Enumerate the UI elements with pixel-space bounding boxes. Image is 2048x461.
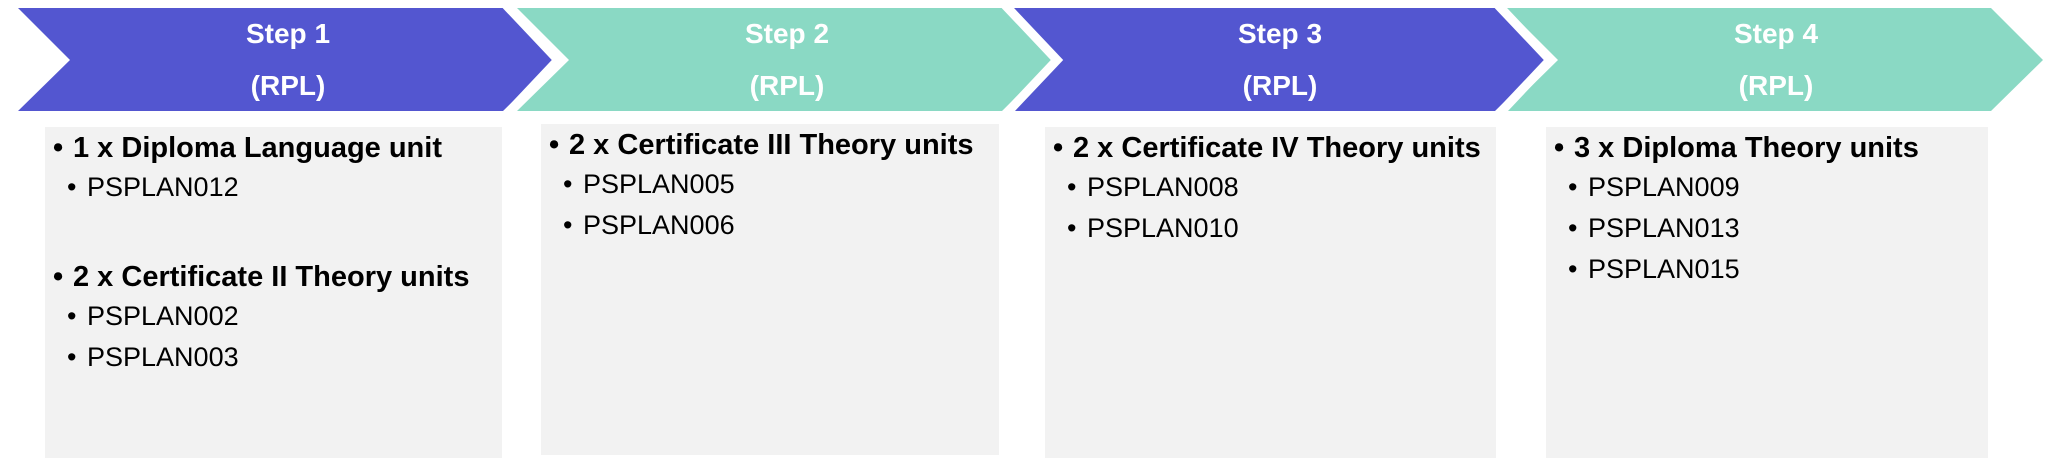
chevron-step-1 — [18, 8, 555, 111]
chevron-divider — [502, 1, 565, 119]
chevron-divider — [1001, 1, 1064, 119]
group-heading: 1 x Diploma Language unit — [51, 129, 496, 167]
step-title: Step 4 — [1733, 18, 1819, 49]
unit-code: PSPLAN002 — [51, 296, 496, 337]
unit-code: PSPLAN006 — [547, 205, 993, 246]
step-title: Step 2 — [744, 18, 830, 49]
step-1-content: 1 x Diploma Language unit PSPLAN012 2 x … — [45, 127, 502, 458]
unit-group: 1 x Diploma Language unit PSPLAN012 — [51, 129, 496, 208]
unit-group: 2 x Certificate II Theory units PSPLAN00… — [51, 258, 496, 378]
group-heading: 2 x Certificate III Theory units — [547, 126, 993, 164]
group-heading: 2 x Certificate IV Theory units — [1051, 129, 1490, 167]
chevron-divider — [1494, 1, 1557, 119]
unit-code: PSPLAN013 — [1552, 208, 1982, 249]
step-3-content: 2 x Certificate IV Theory units PSPLAN00… — [1045, 127, 1496, 458]
unit-code: PSPLAN012 — [51, 167, 496, 208]
unit-code: PSPLAN003 — [51, 337, 496, 378]
unit-code: PSPLAN009 — [1552, 167, 1982, 208]
step-2-content: 2 x Certificate III Theory units PSPLAN0… — [541, 124, 999, 455]
step-4-content: 3 x Diploma Theory units PSPLAN009 PSPLA… — [1546, 127, 1988, 458]
step-title: Step 1 — [245, 18, 331, 49]
unit-group: 3 x Diploma Theory units PSPLAN009 PSPLA… — [1552, 129, 1982, 290]
chevron-step-4 — [1506, 8, 2043, 111]
group-heading: 3 x Diploma Theory units — [1552, 129, 1982, 167]
step-subtitle: (RPL) — [250, 70, 326, 101]
unit-group: 2 x Certificate III Theory units PSPLAN0… — [547, 126, 993, 246]
step-1-label: Step 1 (RPL) — [70, 8, 506, 112]
group-heading: 2 x Certificate II Theory units — [51, 258, 496, 296]
step-4-label: Step 4 (RPL) — [1558, 8, 1994, 112]
chevron-step-2 — [517, 8, 1054, 111]
step-title: Step 3 — [1237, 18, 1323, 49]
unit-code: PSPLAN010 — [1051, 208, 1490, 249]
step-subtitle: (RPL) — [1242, 70, 1318, 101]
chevron-row — [18, 1, 2043, 119]
unit-code: PSPLAN005 — [547, 164, 993, 205]
unit-code: PSPLAN008 — [1051, 167, 1490, 208]
step-3-label: Step 3 (RPL) — [1062, 8, 1498, 112]
chevron-step-3 — [1010, 8, 1547, 111]
step-2-label: Step 2 (RPL) — [569, 8, 1005, 112]
step-subtitle: (RPL) — [1738, 70, 1814, 101]
unit-code: PSPLAN015 — [1552, 249, 1982, 290]
step-subtitle: (RPL) — [749, 70, 825, 101]
unit-group: 2 x Certificate IV Theory units PSPLAN00… — [1051, 129, 1490, 249]
